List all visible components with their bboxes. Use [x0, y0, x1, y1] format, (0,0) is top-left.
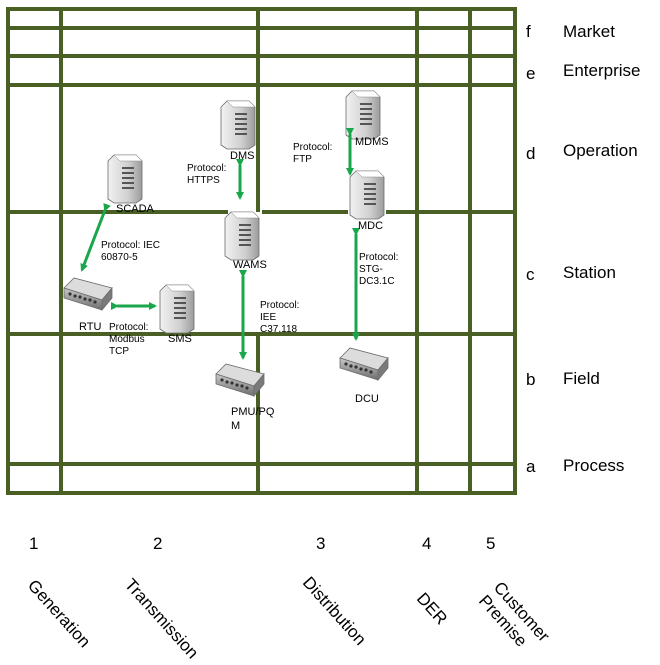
- zone-letter-a: a: [526, 457, 536, 476]
- wams-server-icon: [224, 211, 260, 261]
- domain-number-5: 5: [486, 534, 496, 553]
- zone-name-process: Process: [563, 456, 625, 475]
- mdc-server-icon: [349, 170, 385, 220]
- scada-rtu-arrow: [80, 202, 111, 272]
- wams-label: WAMS: [233, 259, 267, 271]
- dms-label: DMS: [230, 150, 255, 162]
- mdc-label: MDC: [358, 220, 384, 232]
- scada-server-icon: [107, 154, 143, 204]
- dcu-device-icon: [339, 347, 389, 381]
- sms-server-icon: [159, 284, 195, 334]
- zone-name-enterprise: Enterprise: [563, 61, 641, 80]
- zone-name-operation: Operation: [563, 141, 638, 160]
- zone-letter-d: d: [526, 144, 536, 163]
- protocol-iec60870-label: Protocol: IEC 60870-5: [101, 240, 160, 263]
- domain-number-4: 4: [422, 534, 432, 553]
- protocol-https-label: Protocol: HTTPS: [187, 163, 227, 186]
- domain-number-2: 2: [153, 534, 163, 553]
- rtu-label: RTU: [79, 321, 102, 333]
- rtu-device-icon: [63, 277, 113, 311]
- scada-label: SCADA: [116, 203, 154, 215]
- protocol-modbus-label: Protocol: Modbus TCP: [109, 322, 149, 357]
- domain-number-1: 1: [29, 534, 39, 553]
- mdms-server-icon: [345, 90, 381, 140]
- protocol-ftp-label: Protocol: FTP: [293, 142, 333, 165]
- protocol-stg-label: Protocol: STG- DC3.1C: [359, 252, 399, 287]
- zone-letter-f: f: [526, 22, 531, 41]
- mdms-label: MDMS: [355, 136, 389, 148]
- domain-number-3: 3: [316, 534, 326, 553]
- protocol-iee-c37-label: Protocol: IEE C37.118: [260, 300, 300, 335]
- zone-letter-e: e: [526, 64, 536, 83]
- dms-server-icon: [220, 100, 256, 150]
- zone-name-field: Field: [563, 369, 600, 388]
- zone-name-station: Station: [563, 263, 616, 282]
- pmu-label: PMU/PQ M: [231, 406, 275, 432]
- grid-lines: [6, 7, 517, 495]
- zone-letter-c: c: [526, 265, 535, 284]
- sms-label: SMS: [168, 333, 192, 345]
- zone-name-market: Market: [563, 22, 615, 41]
- zone-letter-b: b: [526, 370, 536, 389]
- dcu-label: DCU: [355, 393, 379, 405]
